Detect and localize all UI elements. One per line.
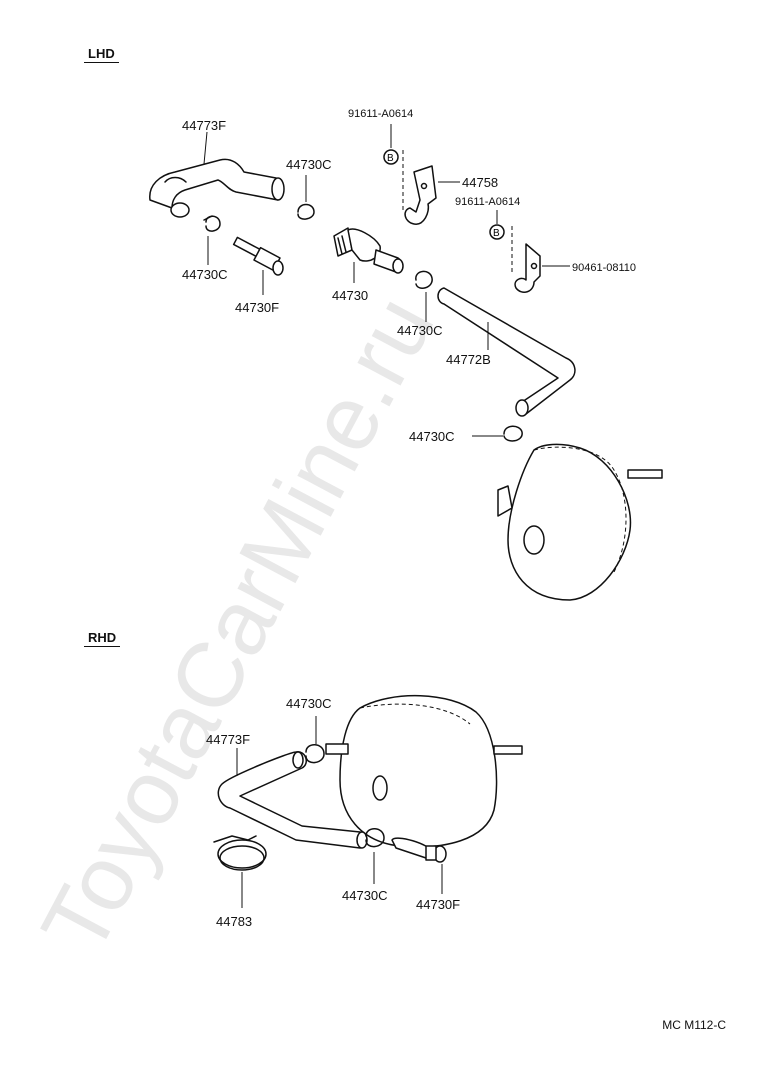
hose-44773f-lhd	[149, 158, 285, 218]
brake-booster-rhd	[325, 695, 523, 848]
part-label-91611-a0614-2: 91611-A0614	[455, 196, 521, 208]
clamp-44730c-lhd-2	[297, 203, 315, 220]
hose-44772b	[437, 287, 576, 417]
clamp-44730c-lhd-3	[415, 270, 433, 289]
part-label-44730c-lhd-left: 44730C	[182, 267, 228, 282]
part-label-44730c-lhd-booster: 44730C	[409, 429, 455, 444]
bracket-44758	[402, 150, 437, 225]
part-label-44730c-lhd-top: 44730C	[286, 157, 332, 172]
clamp-44730c-rhd-2	[365, 828, 385, 848]
clamp-44730c-lhd-4	[503, 425, 523, 442]
check-valve-44730	[333, 227, 404, 274]
brake-booster-lhd	[497, 443, 663, 601]
hose-44773f-rhd	[217, 751, 368, 849]
part-label-44783: 44783	[216, 914, 253, 929]
part-label-44773f-lhd: 44773F	[182, 118, 227, 133]
part-label-90461-08110: 90461-08110	[572, 262, 637, 274]
part-label-44730c-rhd-top: 44730C	[286, 696, 332, 711]
section-label-rhd: RHD	[84, 630, 121, 647]
bolt-mark-2: B	[489, 224, 505, 240]
part-label-44772b: 44772B	[446, 352, 491, 367]
fitting-44730f-rhd	[391, 837, 447, 863]
bracket-90461	[511, 226, 541, 293]
svg-text:B: B	[387, 153, 394, 164]
clamp-44730c-rhd-1	[305, 744, 325, 764]
svg-text:B: B	[493, 228, 500, 239]
part-label-44730f-lhd: 44730F	[235, 300, 280, 315]
part-label-44730c-lhd-mid: 44730C	[397, 323, 443, 338]
part-label-44773f-rhd: 44773F	[206, 732, 251, 747]
part-label-44730c-rhd-bottom: 44730C	[342, 888, 388, 903]
clamp-44730c-lhd-1	[203, 215, 221, 232]
part-label-44730f-rhd: 44730F	[416, 897, 461, 912]
part-label-44730: 44730	[332, 288, 369, 303]
part-label-44758: 44758	[462, 175, 499, 190]
part-label-91611-a0614-1: 91611-A0614	[348, 108, 414, 120]
band-clamp-44783	[213, 835, 267, 871]
figure-code: MC M112-C	[662, 1018, 726, 1032]
fitting-44730f-lhd	[232, 236, 284, 276]
bolt-mark-1: B	[383, 149, 399, 165]
section-label-lhd: LHD	[84, 46, 119, 63]
